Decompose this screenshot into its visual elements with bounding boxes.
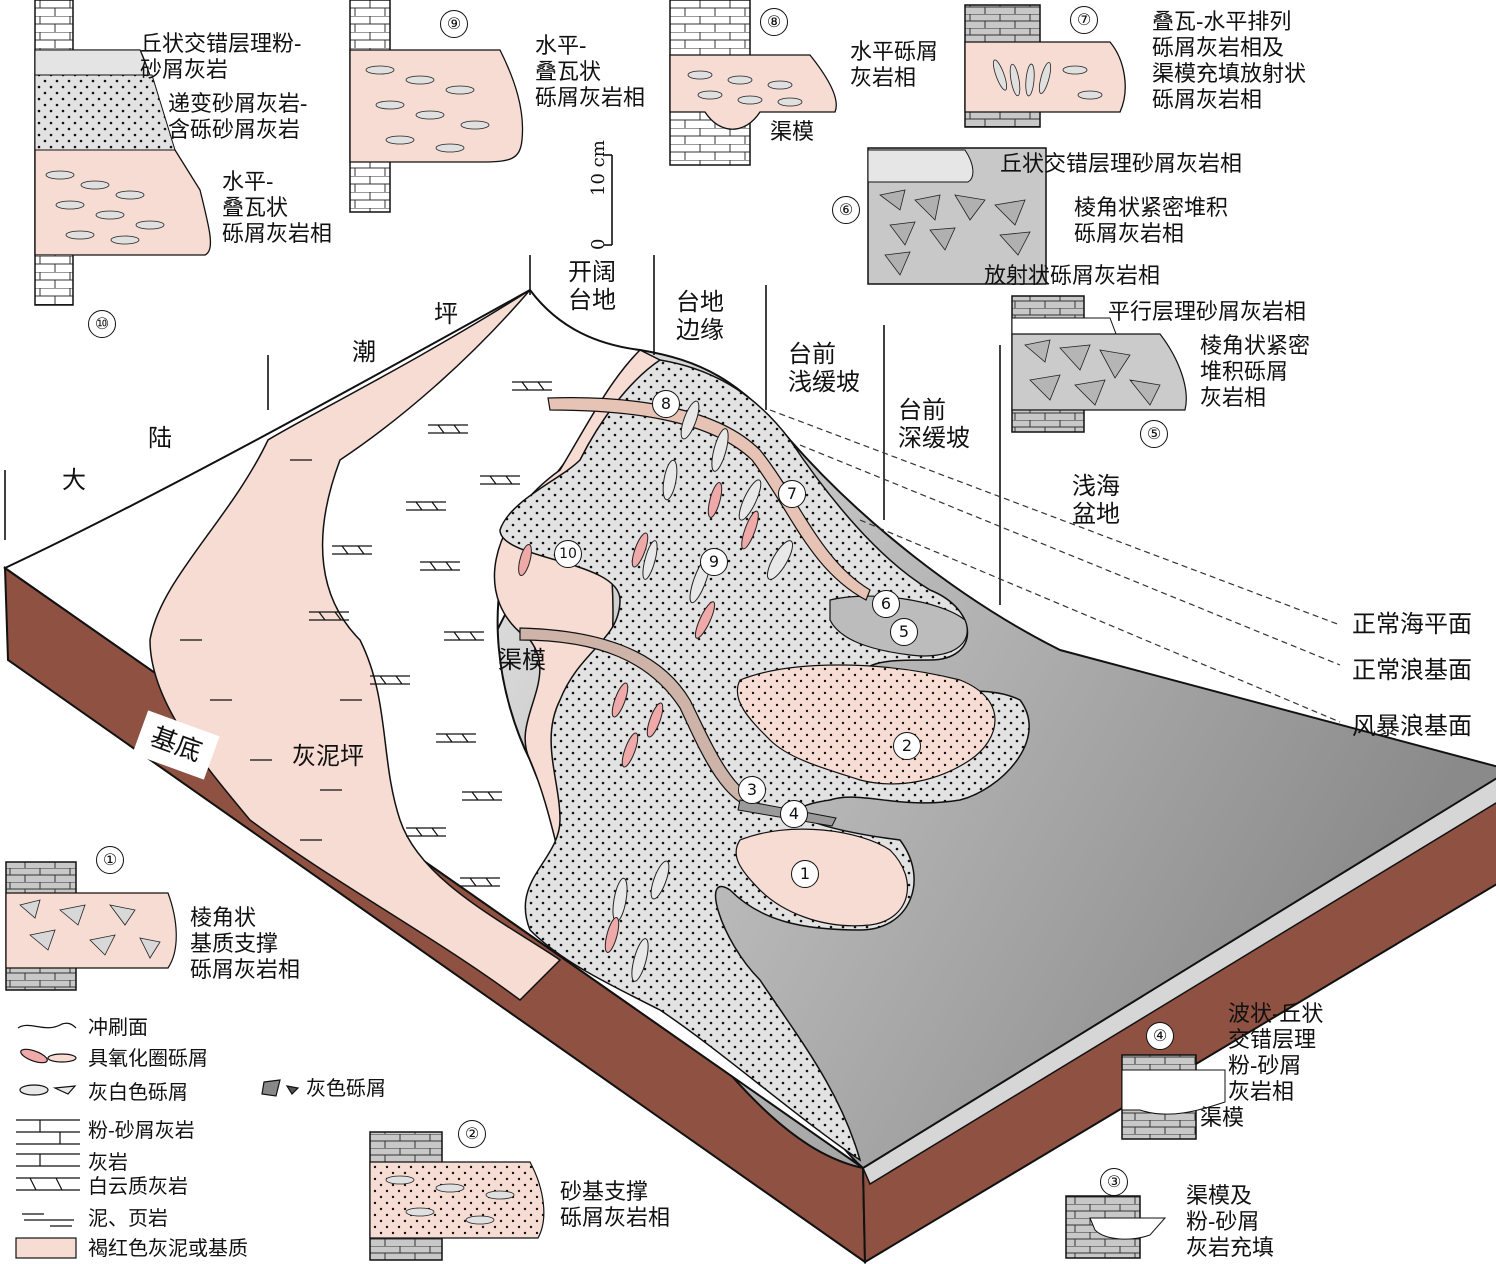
column-1 <box>5 861 177 991</box>
map-number-5: 5 <box>890 618 918 646</box>
tidal-flat-pink <box>149 289 562 1001</box>
column-6 <box>867 147 1047 285</box>
grey-white-clast-icon <box>19 1084 49 1096</box>
section-1-number: ① <box>96 846 124 874</box>
map-number-3: 3 <box>738 776 766 804</box>
column-3 <box>1065 1195 1167 1259</box>
label-chaoping-a: 潮 <box>352 338 376 366</box>
section-3-text-1: 渠模及 粉-砂屑 灰岩充填 <box>1186 1184 1275 1261</box>
section-2-text-1: 砂基支撑 砾屑灰岩相 <box>560 1180 671 1231</box>
silt-sand-limestone-icon <box>16 1119 80 1145</box>
lobe-1 <box>735 828 908 927</box>
map-number-10: 10 <box>554 540 582 568</box>
section-4-text-2: 渠模 <box>1200 1106 1245 1131</box>
label-deep-slope: 台前 深缓坡 <box>898 396 970 452</box>
label-basin: 浅海 盆地 <box>1072 472 1120 528</box>
column-4 <box>1121 1054 1226 1140</box>
scale-zero: 0 <box>588 238 609 250</box>
map-number-4: 4 <box>780 800 808 828</box>
section-6-text-1: 丘状交错层理砂屑灰岩相 <box>1000 152 1243 177</box>
column-5 <box>1011 295 1187 433</box>
label-channel: 渠模 <box>498 646 546 674</box>
legend-label-grey: 灰色砾屑 <box>306 1076 386 1100</box>
column-2 <box>369 1131 545 1261</box>
legend-label-mud-shale: 泥、页岩 <box>88 1206 168 1230</box>
column-9 <box>349 0 524 213</box>
grey-clast-icon <box>261 1079 281 1097</box>
section-8-number: ⑧ <box>760 8 788 36</box>
map-number-9: 9 <box>700 548 728 576</box>
section-10-text-2: 递变砂屑灰岩- 含砾砂屑灰岩 <box>168 92 308 143</box>
section-6-number: ⑥ <box>832 196 860 224</box>
label-open-platform: 开阔 台地 <box>568 258 616 314</box>
label-shallow-slope: 台前 浅缓坡 <box>788 340 860 396</box>
column-8 <box>669 0 837 166</box>
section-9-number: ⑨ <box>440 10 468 38</box>
map-number-6: 6 <box>872 590 900 618</box>
map-number-1: 1 <box>791 860 819 888</box>
lithology-symbols <box>180 381 552 887</box>
section-7-number: ⑦ <box>1070 6 1098 34</box>
label-wave-base: 正常浪基面 <box>1352 656 1472 684</box>
section-9-text-1: 水平- 叠瓦状 砾屑灰岩相 <box>535 34 646 111</box>
section-8-text-1: 水平砾屑 灰岩相 <box>850 40 939 91</box>
legend-label-dolomite: 白云质灰岩 <box>88 1174 188 1198</box>
section-4-number: ④ <box>1146 1022 1174 1050</box>
legend-icons <box>15 1022 300 1259</box>
reddish-matrix-icon <box>15 1237 77 1259</box>
section-2-number: ② <box>458 1120 486 1148</box>
scour-surface-icon <box>17 1022 77 1029</box>
label-dalu-a: 大 <box>62 466 86 494</box>
section-4-text-1: 波状-丘状 交错层理 粉-砂屑 灰岩相 <box>1228 1002 1324 1105</box>
lobe-2 <box>736 664 996 785</box>
label-sea-level: 正常海平面 <box>1352 610 1472 638</box>
zone-dividers <box>4 255 1001 605</box>
section-5-text-2: 棱角状紧密 堆积砾屑 灰岩相 <box>1200 334 1311 411</box>
clasts-grey-white <box>612 400 794 982</box>
map-number-8: 8 <box>652 390 680 418</box>
section-8-text-2: 渠模 <box>770 120 815 145</box>
section-5-number: ⑤ <box>1140 420 1168 448</box>
section-10-text-1: 丘状交错层理粉- 砂屑灰岩 <box>140 32 302 83</box>
scale-bar <box>604 154 613 246</box>
label-dalu-b: 陆 <box>148 424 172 452</box>
section-5-text-1: 平行层理砂屑灰岩相 <box>1108 300 1307 325</box>
section-10-number: ⑩ <box>88 310 116 338</box>
section-10-text-3: 水平- 叠瓦状 砾屑灰岩相 <box>222 170 333 247</box>
map-number-2: 2 <box>893 732 921 760</box>
section-1-text-1: 棱角状 基质支撑 砾屑灰岩相 <box>190 906 301 983</box>
scale-ten: 10 cm <box>588 140 609 196</box>
legend-label-reddish: 褐红色灰泥或基质 <box>88 1236 248 1260</box>
label-storm-base: 风暴浪基面 <box>1352 712 1472 740</box>
column-7 <box>964 4 1126 128</box>
section-6-text-2: 棱角状紧密堆积 砾屑灰岩相 <box>1074 196 1229 247</box>
legend-label-limestone: 灰岩 <box>88 1150 128 1174</box>
mud-shale-icon <box>22 1213 74 1227</box>
dolomitic-limestone-icon <box>16 1177 80 1191</box>
section-3-number: ③ <box>1100 1168 1128 1196</box>
oxidized-clast-icon <box>20 1048 48 1064</box>
limestone-icon <box>16 1153 80 1167</box>
label-platform-margin: 台地 边缘 <box>676 288 724 344</box>
map-number-7: 7 <box>778 480 806 508</box>
legend-label-scour: 冲刷面 <box>88 1015 148 1039</box>
legend-label-grey-white: 灰白色砾屑 <box>88 1080 188 1104</box>
label-lime-mud-flat: 灰泥坪 <box>292 742 364 770</box>
level-lines <box>769 409 1341 723</box>
column-10 <box>34 0 212 306</box>
label-chaoping-b: 坪 <box>434 300 458 328</box>
legend-label-silt-sand: 粉-砂屑灰岩 <box>88 1118 195 1142</box>
legend-label-oxidized: 具氧化圈砾屑 <box>88 1046 208 1070</box>
clasts-oxidized <box>518 482 759 953</box>
section-6-text-3: 放射状砾屑灰岩相 <box>984 264 1161 289</box>
section-7-text-1: 叠瓦-水平排列 砾屑灰岩相及 渠模充填放射状 砾屑灰岩相 <box>1152 10 1307 113</box>
